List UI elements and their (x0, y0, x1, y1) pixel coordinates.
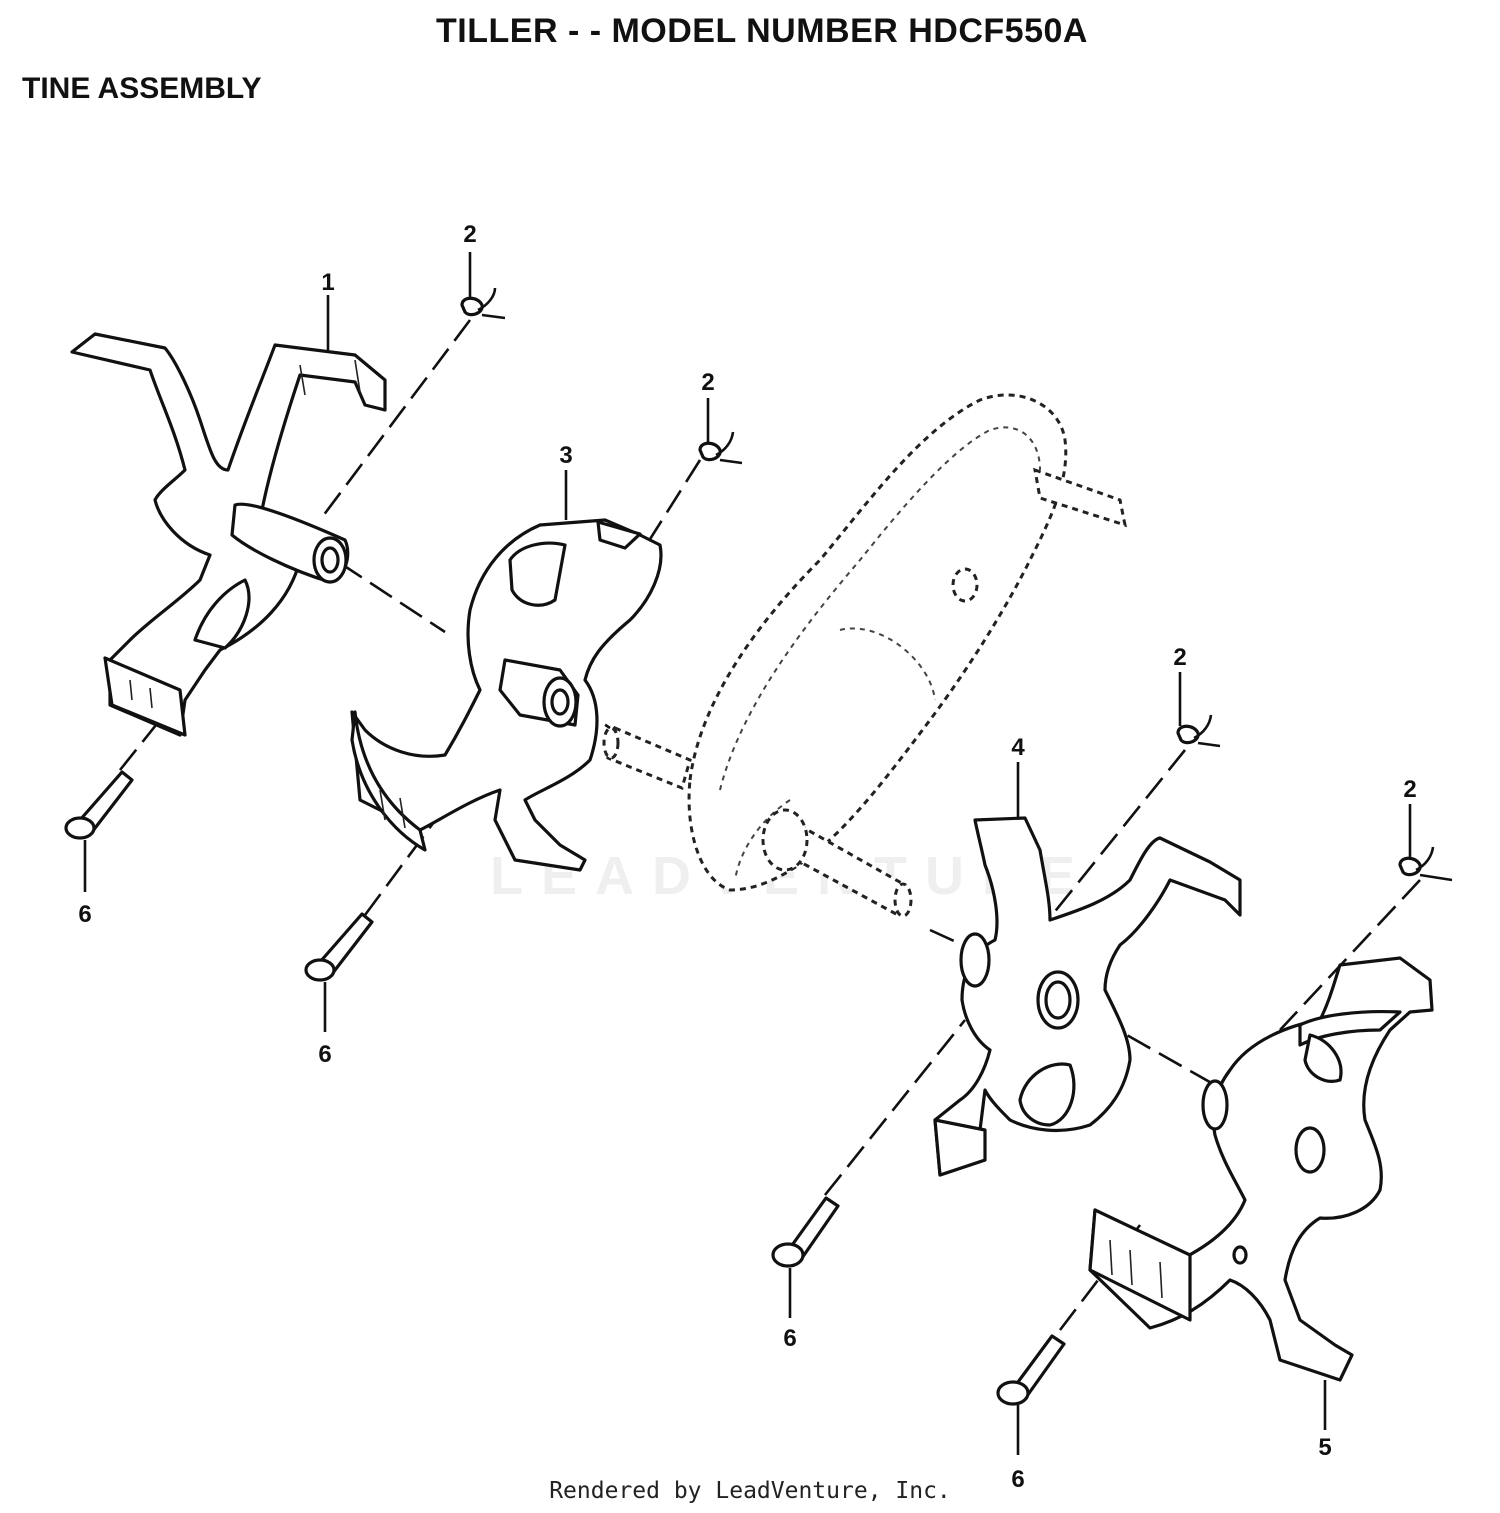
clevis-pin (996, 1334, 1066, 1406)
callout-5: 5 (1318, 1434, 1331, 1461)
hairpin-pin (460, 287, 506, 320)
callout-4: 4 (1011, 734, 1025, 761)
part-4-inner-tine-right (933, 816, 1242, 1177)
part-1-outer-tine-left (70, 332, 387, 737)
part-3-inner-tine-left (350, 518, 663, 872)
page-title: TILLER - - MODEL NUMBER HDCF550A (436, 12, 1088, 50)
callout-6-b: 6 (318, 1041, 331, 1068)
section-title: TINE ASSEMBLY (22, 72, 262, 105)
clevis-pin (304, 912, 374, 982)
callout-6-c: 6 (783, 1325, 796, 1352)
part-6-clevis-pins (64, 770, 1066, 1406)
callout-2-c: 2 (1173, 644, 1186, 671)
tine-shaft (602, 725, 913, 918)
clevis-pin (64, 770, 134, 840)
callout-2-b: 2 (701, 369, 714, 396)
part-2-hairpin-pins (460, 287, 1453, 882)
hairpin-pin (698, 431, 743, 465)
callout-labels: 1 2 2 2 2 3 4 5 6 6 6 6 (78, 221, 1416, 1493)
hairpin-pin (1398, 846, 1453, 882)
part-5-outer-tine-right (1088, 956, 1434, 1382)
callout-6-d: 6 (1011, 1466, 1024, 1493)
callout-1: 1 (321, 269, 334, 296)
callout-2-a: 2 (463, 221, 476, 248)
callout-3: 3 (559, 442, 572, 469)
callout-leaders (83, 252, 1412, 1455)
callout-6-a: 6 (78, 901, 91, 928)
footer-credit: Rendered by LeadVenture, Inc. (549, 1478, 951, 1504)
hairpin-pin (1176, 714, 1221, 748)
callout-2-d: 2 (1403, 776, 1416, 803)
gearbox-housing-ghost (687, 393, 1127, 892)
clevis-pin (771, 1196, 840, 1268)
